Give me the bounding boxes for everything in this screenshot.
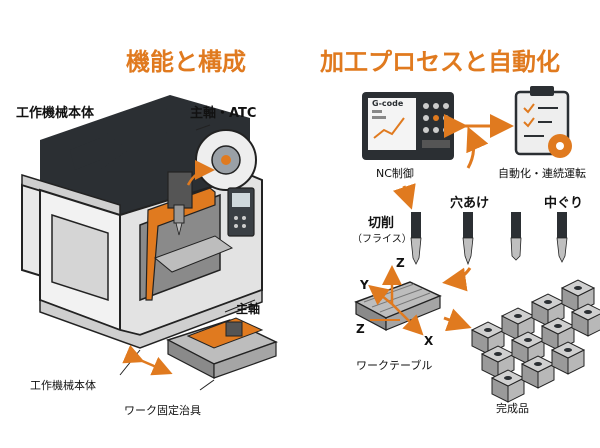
label-spindle-atc: 主軸・ATC xyxy=(190,106,257,121)
clipboard-gear-icon xyxy=(514,86,572,158)
label-spindle: 主軸 xyxy=(236,302,261,316)
nc-monitor xyxy=(362,92,454,160)
part-hole xyxy=(504,376,512,380)
part-hole xyxy=(584,310,592,314)
label-finished: 完成品 xyxy=(496,402,529,415)
label-automation: 自動化・連続運転 xyxy=(498,167,586,180)
part-hole xyxy=(524,338,532,342)
vise-fixture xyxy=(166,317,278,379)
part-hole xyxy=(494,352,502,356)
part-hole xyxy=(534,362,542,366)
part-hole xyxy=(574,286,582,290)
label-nc-control: NC制御 xyxy=(376,167,414,180)
screen-gcode-text: G-code xyxy=(372,99,404,108)
label-boring: 中ぐり xyxy=(544,196,584,211)
axis-y-label: Y xyxy=(360,278,369,292)
part-hole xyxy=(514,314,522,318)
label-drilling: 穴あけ xyxy=(450,196,490,211)
label-cutting-sub: （フライス） xyxy=(352,234,412,245)
label-work-table: ワークテーブル xyxy=(356,359,433,372)
part-hole xyxy=(544,300,552,304)
right-title: 加工プロセスと自動化 xyxy=(320,48,560,76)
label-machine-body-bottom: 工作機械本体 xyxy=(30,379,96,392)
part-hole xyxy=(564,348,572,352)
part-hole xyxy=(554,324,562,328)
finished-parts xyxy=(470,279,600,403)
label-machine-body-top: 工作機械本体 xyxy=(16,106,95,121)
axis-x-label: X xyxy=(424,334,434,348)
part-hole xyxy=(484,328,492,332)
label-fixture: ワーク固定治具 xyxy=(124,404,201,417)
axis-z2-label: Z xyxy=(356,322,365,336)
tools xyxy=(410,212,568,266)
label-cutting: 切削 xyxy=(368,216,395,231)
work-table xyxy=(354,265,442,336)
axis-z-label: Z xyxy=(396,256,405,270)
left-title: 機能と構成 xyxy=(126,48,246,76)
cnc-machine xyxy=(21,95,263,349)
